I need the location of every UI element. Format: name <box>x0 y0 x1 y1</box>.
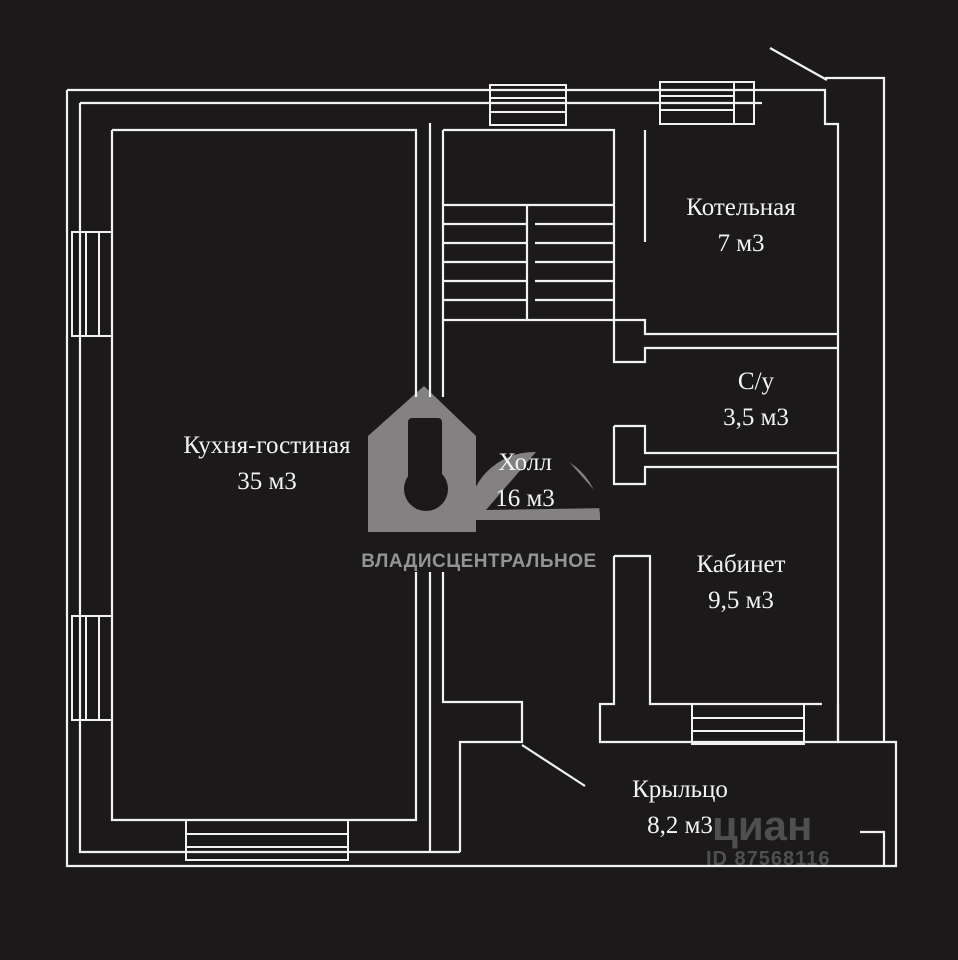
room-hall: Холл 16 м3 <box>495 445 555 517</box>
room-area: 9,5 м3 <box>708 587 774 614</box>
room-office: Кабинет 9,5 м3 <box>697 547 786 619</box>
room-area: 7 м3 <box>717 230 765 257</box>
room-area: 35 м3 <box>237 468 297 495</box>
room-wc: С/у 3,5 м3 <box>723 364 789 436</box>
room-name: Котельная <box>686 194 796 221</box>
room-area: 16 м3 <box>495 485 555 512</box>
room-area: 8,2 м3 <box>647 812 713 839</box>
room-name: Холл <box>498 449 552 476</box>
room-name: Кабинет <box>696 551 786 578</box>
room-name: Кухня-гостиная <box>183 432 351 459</box>
room-name: Крыльцо <box>632 776 728 803</box>
room-name: С/у <box>737 368 775 395</box>
stairs <box>441 128 616 397</box>
agency-logo-key <box>404 418 610 511</box>
windows <box>71 81 805 861</box>
agency-watermark: ВЛАДИСЦЕНТРАЛЬНОЕ <box>361 551 597 572</box>
room-porch: Крыльцо 8,2 м3 <box>632 772 728 844</box>
room-kitchen-living: Кухня-гостиная 35 м3 <box>183 428 350 500</box>
room-area: 3,5 м3 <box>723 404 789 431</box>
room-boiler: Котельная 7 м3 <box>686 190 795 262</box>
site-watermark: циан <box>712 802 813 849</box>
listing-id-watermark: ID 87568116 <box>706 848 831 870</box>
